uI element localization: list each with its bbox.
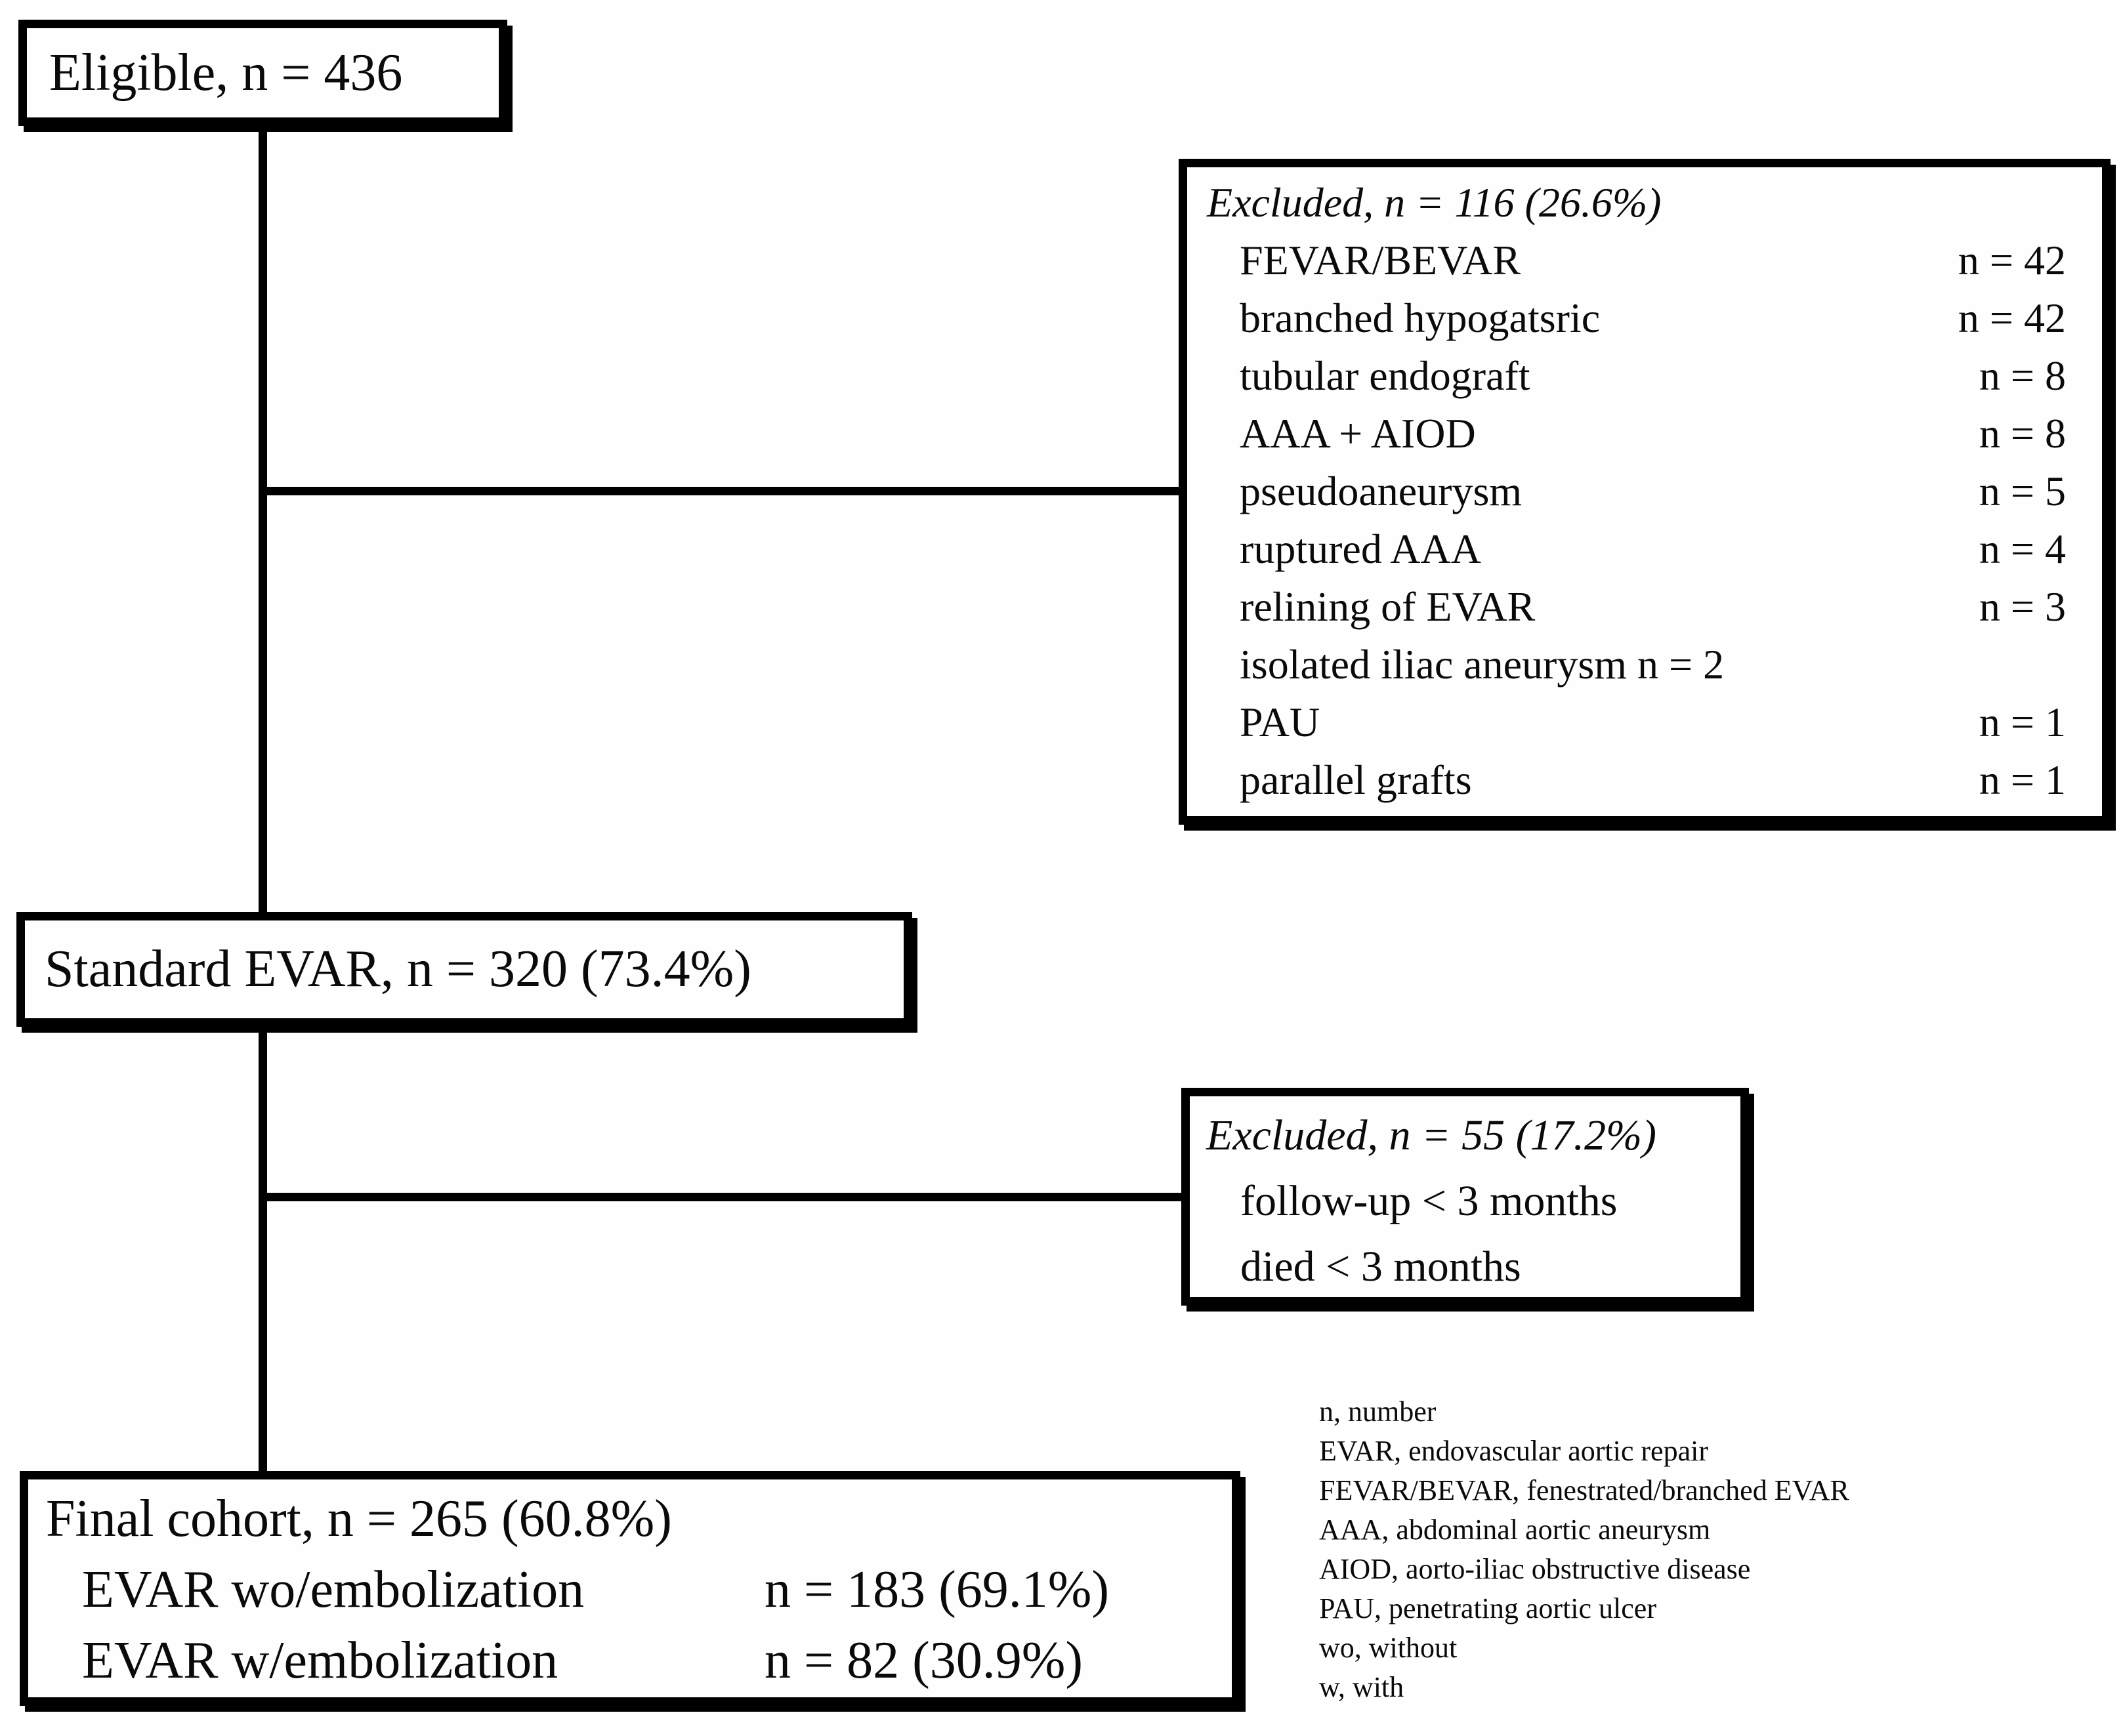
excluded-1-item-label: isolated iliac aneurysm n = 2 <box>1240 641 1725 688</box>
excluded-1-item-label: PAU <box>1240 699 1320 745</box>
excluded-2-item: died < 3 months <box>1240 1243 1521 1291</box>
eligible-box: Eligible, n = 436 <box>18 20 507 126</box>
excluded-box-2: Excluded, n = 55 (17.2%) follow-up < 3 m… <box>1181 1088 1749 1306</box>
standard-evar-label: Standard EVAR, n = 320 (73.4%) <box>45 940 751 998</box>
excluded-1-item-value: n = 1 <box>1979 699 2066 745</box>
excluded-1-item-value: n = 8 <box>1979 410 2066 457</box>
connector-to-excluded-2 <box>263 1193 1181 1201</box>
excluded-2-item: follow-up < 3 months <box>1240 1177 1618 1225</box>
excluded-1-item: ruptured AAA n = 4 <box>1240 520 2066 578</box>
excluded-box-1: Excluded, n = 116 (26.6%) FEVAR/BEVAR n … <box>1179 159 2111 825</box>
excluded-1-item: relining of EVAR n = 3 <box>1240 578 2066 636</box>
excluded-1-item: pseudoaneurysm n = 5 <box>1240 463 2066 520</box>
excluded-1-item-label: branched hypogatsric <box>1240 295 1601 341</box>
connector-standard-to-final <box>259 1027 267 1471</box>
excluded-1-title: Excluded, n = 116 (26.6%) <box>1207 179 1662 226</box>
legend-line: wo, without <box>1319 1632 1458 1664</box>
excluded-1-item-label: FEVAR/BEVAR <box>1240 237 1521 283</box>
excluded-1-item: AAA + AIOD n = 8 <box>1240 405 2066 463</box>
excluded-1-item-label: tubular endograft <box>1240 352 1530 399</box>
excluded-1-item-label: ruptured AAA <box>1240 526 1481 572</box>
final-cohort-row-label: EVAR wo/embolization <box>82 1561 585 1619</box>
final-cohort-row-label: EVAR w/embolization <box>82 1632 558 1689</box>
excluded-1-item-value: n = 42 <box>1958 237 2066 283</box>
connector-eligible-to-standard <box>259 126 267 912</box>
final-cohort-title: Final cohort, n = 265 (60.8%) <box>46 1490 672 1548</box>
excluded-1-item-label: pseudoaneurysm <box>1240 468 1523 514</box>
legend-line: EVAR, endovascular aortic repair <box>1319 1435 1708 1467</box>
excluded-1-item-value: n = 4 <box>1979 526 2066 572</box>
excluded-1-item-value: n = 3 <box>1979 583 2066 630</box>
final-cohort-row-value: n = 82 (30.9%) <box>765 1632 1083 1689</box>
final-cohort-row-value: n = 183 (69.1%) <box>765 1561 1110 1619</box>
excluded-1-item: PAU n = 1 <box>1240 693 2066 751</box>
abbreviation-legend: n, number EVAR, endovascular aortic repa… <box>1319 1392 1849 1707</box>
excluded-1-item-label: AAA + AIOD <box>1240 410 1476 457</box>
excluded-1-item: isolated iliac aneurysm n = 2 <box>1240 636 2066 693</box>
legend-line: AAA, abdominal aortic aneurysm <box>1319 1514 1711 1546</box>
eligible-label: Eligible, n = 436 <box>49 43 403 102</box>
excluded-1-item: parallel grafts n = 1 <box>1240 751 2066 809</box>
excluded-1-item-value: n = 8 <box>1979 352 2066 399</box>
standard-evar-box: Standard EVAR, n = 320 (73.4%) <box>16 912 912 1027</box>
legend-line: PAU, penetrating aortic ulcer <box>1319 1592 1656 1624</box>
legend-line: AIOD, aorto-iliac obstructive disease <box>1319 1553 1751 1585</box>
legend-line: n, number <box>1319 1395 1437 1428</box>
legend-line: w, with <box>1319 1671 1404 1703</box>
excluded-1-item-label: relining of EVAR <box>1240 583 1536 630</box>
excluded-1-item: branched hypogatsric n = 42 <box>1240 289 2066 347</box>
final-cohort-row: EVAR wo/embolization n = 183 (69.1%) <box>82 1554 1232 1625</box>
excluded-1-item-value: n = 1 <box>1979 756 2066 803</box>
excluded-2-title: Excluded, n = 55 (17.2%) <box>1206 1111 1657 1159</box>
excluded-1-item-value: n = 5 <box>1979 468 2066 514</box>
final-cohort-row: EVAR w/embolization n = 82 (30.9%) <box>82 1625 1232 1696</box>
excluded-1-item: tubular endograft n = 8 <box>1240 347 2066 405</box>
excluded-1-item-value: n = 42 <box>1958 295 2066 341</box>
connector-to-excluded-1 <box>263 487 1179 495</box>
excluded-1-item: FEVAR/BEVAR n = 42 <box>1240 232 2066 289</box>
legend-line: FEVAR/BEVAR, fenestrated/branched EVAR <box>1319 1474 1849 1506</box>
excluded-1-item-label: parallel grafts <box>1240 756 1472 803</box>
final-cohort-box: Final cohort, n = 265 (60.8%) EVAR wo/em… <box>20 1471 1240 1706</box>
